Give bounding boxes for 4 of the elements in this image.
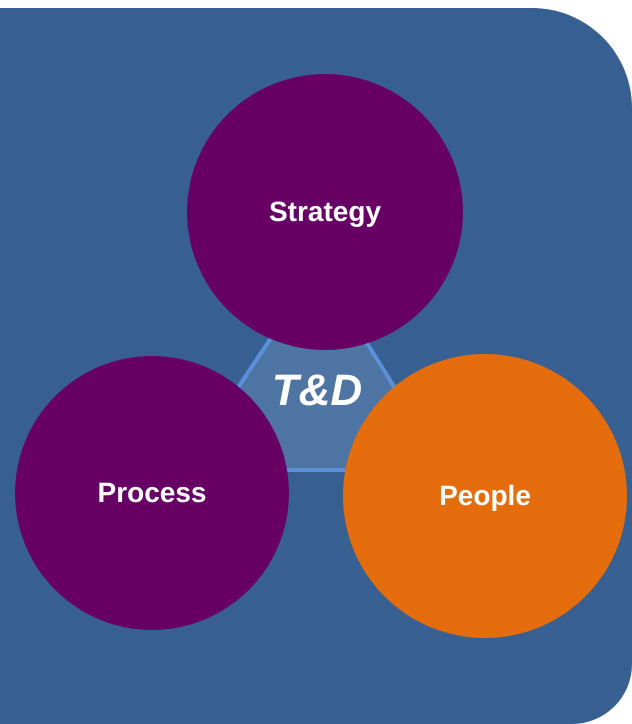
node-label: People (439, 480, 531, 512)
center-label: T&D (270, 366, 364, 416)
node-label: Strategy (268, 196, 382, 228)
node-label: Process (98, 477, 206, 509)
